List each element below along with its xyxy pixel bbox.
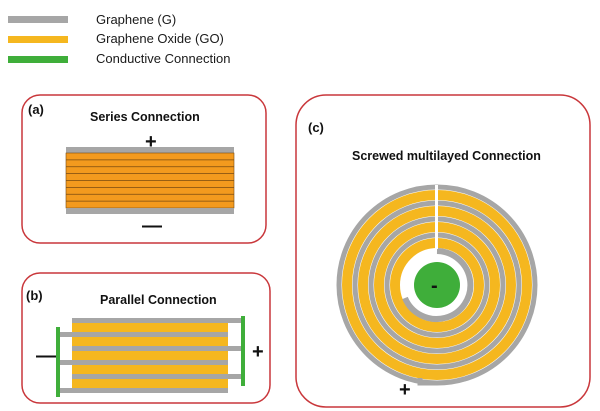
legend-label-conductive: Conductive Connection: [96, 51, 230, 66]
series-bottom-graphene-plate: [66, 208, 234, 214]
parallel-go-layer: [72, 351, 228, 360]
legend-label-graphene-oxide: Graphene Oxide (GO): [96, 31, 224, 46]
panel-parallel-minus-sign: —: [36, 345, 56, 367]
panel-series-tag: (a): [28, 102, 44, 117]
legend-label-graphene: Graphene (G): [96, 12, 176, 27]
parallel-go-layer: [72, 379, 228, 388]
panel-screwed-minus-sign: -: [431, 275, 438, 297]
parallel-graphene-plate: [58, 332, 228, 337]
panel-screwed-title: Screwed multilayed Connection: [352, 149, 541, 163]
panel-series-plus-sign: +: [145, 131, 157, 153]
panel-parallel-plus-sign: +: [252, 341, 264, 363]
panel-screwed: (c) Screwed multilayed Connection - +: [295, 94, 591, 408]
legend-swatch-graphene-oxide: [8, 36, 68, 43]
panel-screwed-tag: (c): [308, 120, 324, 135]
panel-series-frame: [21, 94, 267, 244]
spiral-outer-lead: [417, 378, 437, 386]
parallel-graphene-plate: [72, 374, 242, 379]
panel-parallel-frame: [21, 272, 271, 404]
parallel-left-connector: [56, 327, 60, 397]
spiral-top-seam: [435, 185, 438, 249]
parallel-go-layer: [72, 337, 228, 346]
panel-series-title: Series Connection: [90, 110, 200, 124]
panel-parallel: (b) Parallel Connection — +: [21, 272, 271, 404]
spiral-inner-graphene-wrap: [402, 248, 474, 322]
legend: Graphene (G) Graphene Oxide (GO) Conduct…: [8, 12, 230, 66]
parallel-right-connector: [241, 316, 245, 386]
spiral-center-electrode: [414, 262, 460, 308]
panel-series: (a) Series Connection + —: [21, 94, 267, 244]
parallel-graphene-plate: [58, 388, 228, 393]
panel-screwed-frame: [295, 94, 591, 408]
parallel-graphene-plate: [58, 360, 228, 365]
series-top-graphene-plate: [66, 147, 234, 153]
legend-swatch-conductive: [8, 56, 68, 63]
parallel-go-layer: [72, 323, 228, 332]
series-layer-lines: [66, 159, 234, 202]
parallel-graphene-plate: [72, 318, 242, 323]
panel-parallel-tag: (b): [26, 288, 43, 303]
legend-swatch-graphene: [8, 16, 68, 23]
panel-parallel-title: Parallel Connection: [100, 293, 217, 307]
parallel-plates: [58, 318, 242, 393]
panel-screwed-plus-sign: +: [399, 379, 411, 401]
panel-series-minus-sign: —: [142, 215, 162, 237]
parallel-go-layer: [72, 365, 228, 374]
parallel-graphene-plate: [72, 346, 242, 351]
